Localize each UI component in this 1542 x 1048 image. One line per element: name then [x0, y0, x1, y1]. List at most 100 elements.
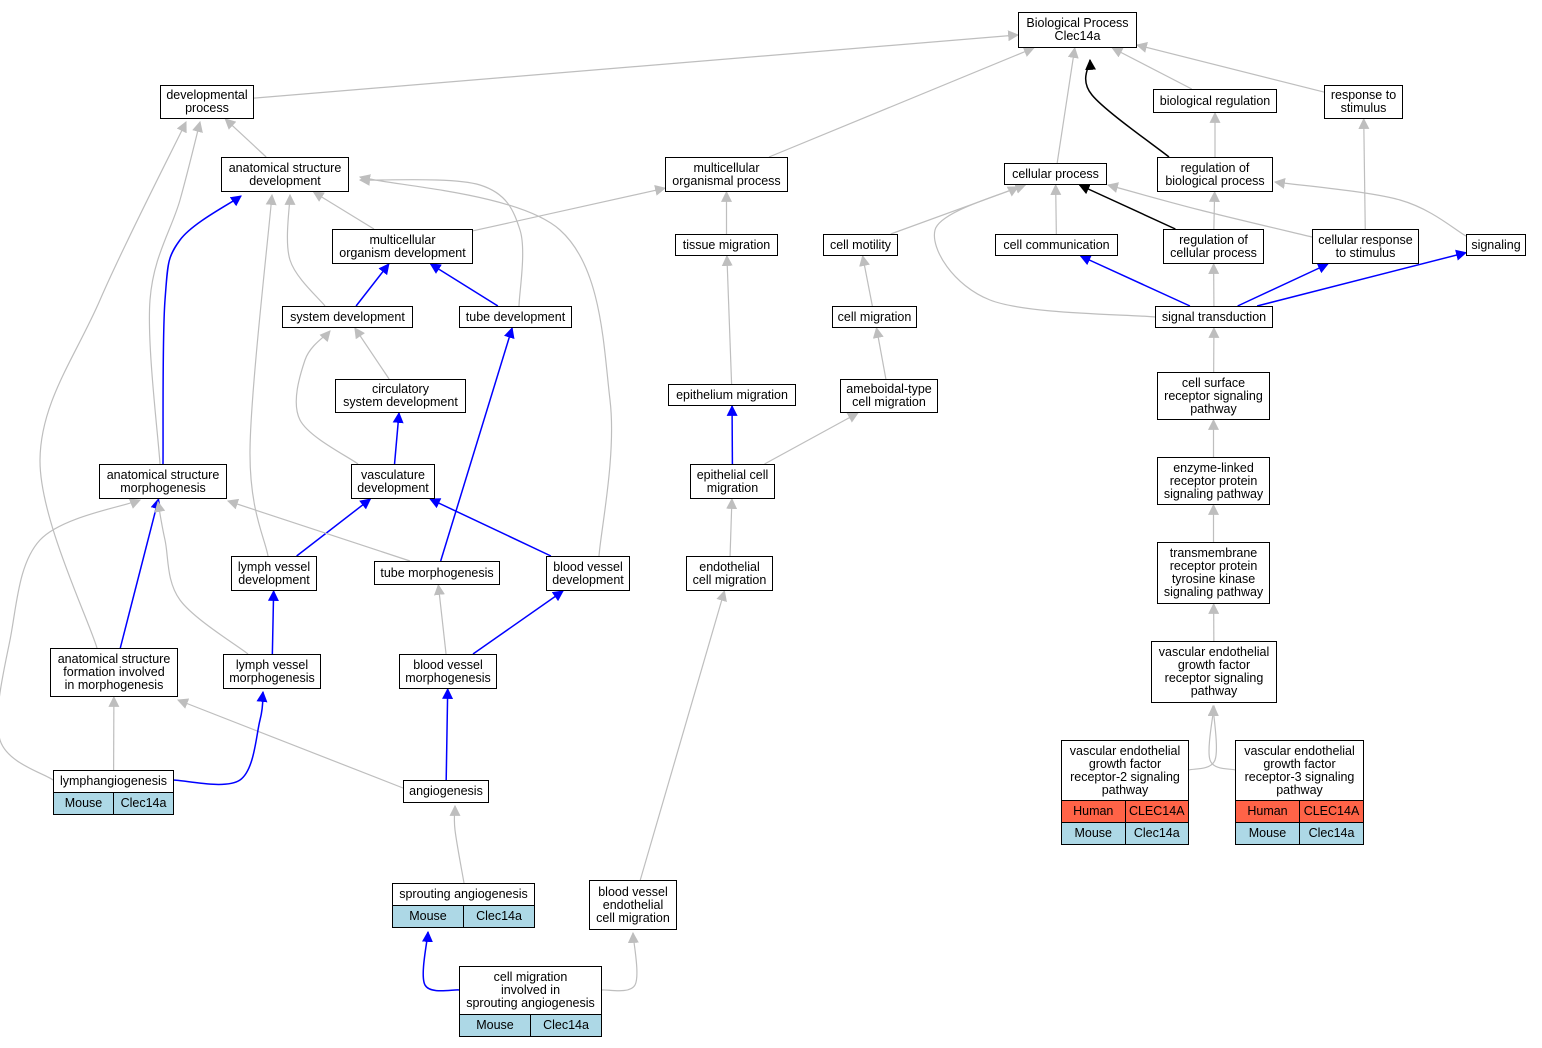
go-term-tubd[interactable]: tube development [459, 306, 572, 328]
go-term-endo[interactable]: endothelial cell migration [686, 556, 773, 591]
go-term-label: cell migration [837, 309, 912, 324]
edge-lvm-to-asm [154, 500, 249, 655]
edge-cmisa-to-sprout [421, 930, 460, 992]
edge-bvd-to-asd [358, 174, 613, 557]
go-term-tmorph[interactable]: tube morphogenesis [374, 561, 500, 585]
go-term-bp[interactable]: Biological Process Clec14a [1018, 12, 1137, 48]
go-term-label: multicellular organism development [339, 232, 466, 260]
edge-csd-to-sysd [354, 327, 390, 380]
go-term-emig[interactable]: epithelium migration [668, 384, 796, 406]
edge-rcp-to-rbp [1208, 190, 1220, 230]
edge-asf-to-dev [39, 121, 187, 649]
go-term-label: response to stimulus [1330, 88, 1397, 115]
go-term-breg[interactable]: biological regulation [1153, 89, 1277, 113]
go-term-tmrtk[interactable]: transmembrane receptor protein tyrosine … [1157, 542, 1270, 604]
species-cell: Mouse [1248, 826, 1287, 840]
edge-bvm-to-bvd [472, 590, 564, 655]
go-term-ccom[interactable]: cell communication [995, 234, 1118, 256]
edge-cmig-to-cmot [859, 254, 873, 307]
go-term-dev[interactable]: developmental process [160, 85, 254, 119]
edge-asf-to-asm [119, 497, 162, 649]
go-term-asm[interactable]: anatomical structure morphogenesis [99, 464, 227, 499]
edge-rbp-to-bp [1084, 58, 1170, 158]
edge-lvm-to-lvd [267, 589, 279, 655]
go-term-label: biological regulation [1159, 93, 1271, 108]
go-term-label: cell motility [829, 237, 892, 252]
go-term-label: tube development [465, 309, 566, 324]
go-term-label: lymphangiogenesis [59, 774, 167, 788]
go-term-cmig[interactable]: cell migration [832, 306, 917, 328]
go-term-label: regulation of cellular process [1170, 232, 1257, 260]
go-term-label: cell communication [1003, 237, 1110, 252]
go-term-vegfr3[interactable]: vascular endothelial growth factor recep… [1235, 740, 1364, 845]
go-term-rbp[interactable]: regulation of biological process [1157, 157, 1273, 192]
edge-bvm-to-tmorph [433, 583, 447, 655]
go-term-label: circulatory system development [343, 382, 458, 409]
go-term-lvd[interactable]: lymph vessel development [231, 556, 317, 591]
go-term-bvd[interactable]: blood vessel development [546, 556, 630, 591]
edge-st-to-ccom [1079, 255, 1191, 307]
go-term-crs[interactable]: cellular response to stimulus [1312, 229, 1419, 264]
go-term-asf[interactable]: anatomical structure formation involved … [50, 648, 178, 697]
go-term-ame[interactable]: ameboidal-type cell migration [840, 379, 938, 413]
gene-cell: Clec14a [463, 906, 534, 927]
go-term-label: developmental process [166, 88, 248, 115]
go-term-label: cellular process [1012, 166, 1099, 181]
go-term-rcp[interactable]: regulation of cellular process [1163, 229, 1264, 264]
go-term-label: vasculature development [357, 467, 429, 495]
go-term-sysd[interactable]: system development [282, 306, 413, 328]
go-term-tmig[interactable]: tissue migration [675, 234, 778, 256]
edge-tmorph-to-asm [226, 498, 411, 562]
gene-cell: CLEC14A [1124, 801, 1189, 822]
edge-sig-to-rbp [1273, 177, 1467, 237]
go-term-vegf[interactable]: vascular endothelial growth factor recep… [1151, 641, 1277, 703]
go-term-csr[interactable]: cell surface receptor signaling pathway [1157, 372, 1270, 420]
go-term-cmisa[interactable]: cell migration involved in sprouting ang… [459, 966, 602, 1037]
go-term-csd[interactable]: circulatory system development [335, 379, 466, 413]
edge-cp-to-bp [1056, 46, 1079, 164]
go-term-label: anatomical structure development [228, 160, 342, 188]
go-term-label: ameboidal-type cell migration [846, 382, 932, 409]
go-term-label: angiogenesis [409, 784, 483, 798]
go-term-label: lymph vessel morphogenesis [229, 657, 315, 685]
edge-mop-to-bp [768, 46, 1035, 158]
go-term-ecm[interactable]: epithelial cell migration [690, 464, 775, 499]
go-term-label: signal transduction [1161, 309, 1267, 324]
go-term-sig[interactable]: signaling [1466, 234, 1526, 256]
go-term-mop[interactable]: multicellular organismal process [665, 157, 788, 192]
edge-rcp-to-cp [1078, 184, 1176, 230]
go-term-label: regulation of biological process [1165, 160, 1265, 188]
go-term-cmot[interactable]: cell motility [823, 234, 898, 256]
edge-sysd-to-mod [355, 263, 390, 307]
edge-mod-to-asd [312, 191, 375, 230]
go-term-cp[interactable]: cellular process [1004, 163, 1107, 185]
go-term-st[interactable]: signal transduction [1155, 306, 1273, 328]
go-term-rts[interactable]: response to stimulus [1324, 85, 1403, 119]
edge-st-to-cp [933, 186, 1156, 318]
go-term-label: endothelial cell migration [692, 559, 767, 587]
go-term-label: multicellular organismal process [672, 160, 781, 188]
go-term-mod[interactable]: multicellular organism development [332, 229, 473, 264]
go-term-angio[interactable]: angiogenesis [403, 780, 489, 803]
go-term-label: transmembrane receptor protein tyrosine … [1163, 546, 1264, 599]
go-term-bvecm[interactable]: blood vessel endothelial cell migration [589, 880, 677, 930]
go-term-lvm[interactable]: lymph vessel morphogenesis [223, 654, 321, 689]
edge-ccom-to-cp [1050, 183, 1062, 235]
go-term-label: signaling [1471, 237, 1521, 252]
go-term-bvm[interactable]: blood vessel morphogenesis [399, 654, 497, 689]
go-term-label: tube morphogenesis [380, 565, 494, 580]
go-term-vasd[interactable]: vasculature development [351, 464, 435, 499]
edge-tmorph-to-tubd [439, 326, 515, 562]
edge-lymph-to-lvm [172, 690, 268, 786]
go-term-label: blood vessel morphogenesis [405, 657, 491, 685]
go-term-elr[interactable]: enzyme-linked receptor protein signaling… [1157, 457, 1270, 505]
go-term-vegfr2[interactable]: vascular endothelial growth factor recep… [1061, 740, 1189, 845]
go-term-asd[interactable]: anatomical structure development [221, 157, 349, 192]
edge-lymph-to-asm [0, 498, 142, 781]
